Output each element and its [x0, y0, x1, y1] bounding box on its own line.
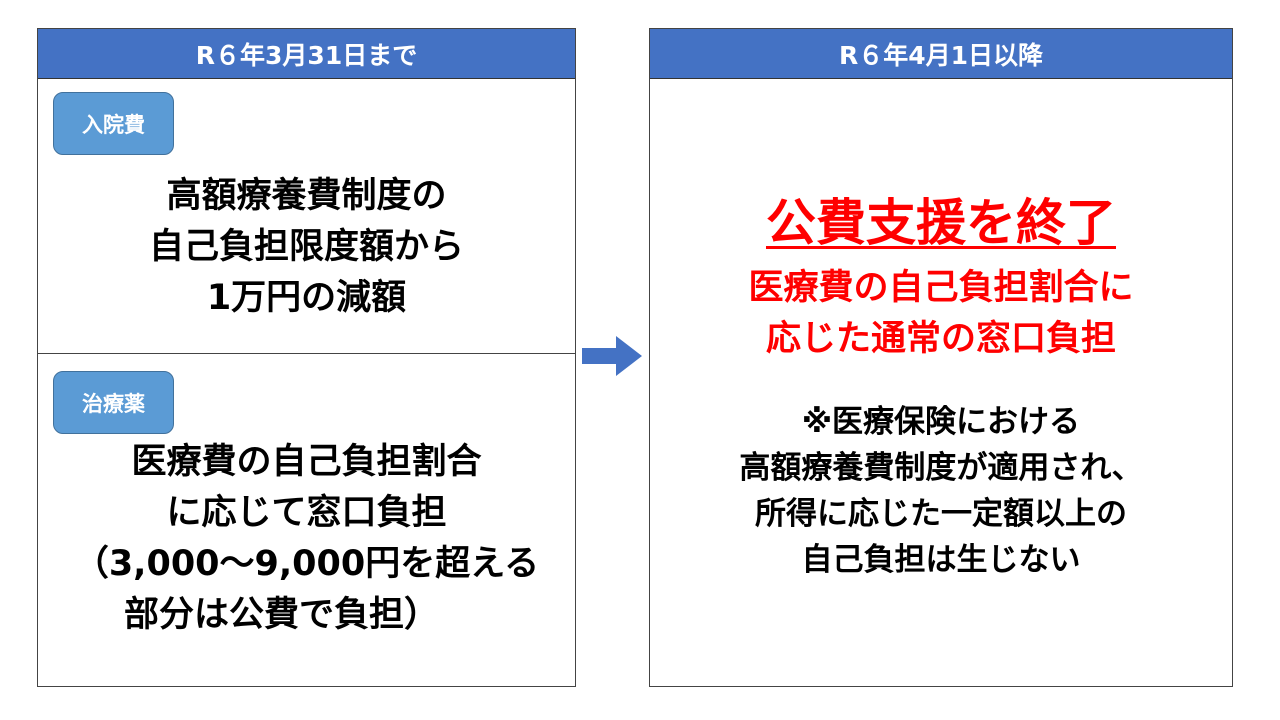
- hospital-tag: 入院費: [53, 92, 174, 155]
- text-line: 高額療養費制度が適用され、: [739, 450, 1143, 486]
- hospital-description: 高額療養費制度の 自己負担限度額から 1万円の減額: [38, 171, 575, 324]
- section-divider: [38, 353, 575, 354]
- before-header: R６年3月31日まで: [38, 29, 575, 79]
- medicine-description: 医療費の自己負担割合 に応じて窓口負担 （3,000～9,000円を超える 部分…: [38, 437, 575, 641]
- after-main: 公費支援を終了 医療費の自己負担割合に 応じた通常の窓口負担: [650, 191, 1232, 365]
- after-panel: R６年4月1日以降 公費支援を終了 医療費の自己負担割合に 応じた通常の窓口負担…: [649, 28, 1233, 687]
- text-line: （3,000～9,000円を超える: [73, 544, 540, 584]
- text-line: 自己負担は生じない: [801, 542, 1081, 578]
- text-line: 高額療養費制度の: [166, 176, 447, 216]
- right-arrow-icon: [582, 336, 642, 376]
- medicine-tag: 治療薬: [53, 371, 174, 434]
- text-line: 応じた通常の窓口負担: [765, 319, 1116, 359]
- text-line: 医療費の自己負担割合に: [748, 268, 1134, 308]
- text-line: 所得に応じた一定額以上の: [755, 496, 1127, 532]
- after-header: R６年4月1日以降: [650, 29, 1232, 79]
- text-line: ※医療保険における: [801, 404, 1081, 440]
- end-support-title: 公費支援を終了: [766, 194, 1116, 252]
- text-line: 自己負担限度額から: [148, 227, 464, 267]
- text-line: 医療費の自己負担割合: [131, 442, 482, 482]
- before-panel: R６年3月31日まで 入院費 高額療養費制度の 自己負担限度額から 1万円の減額…: [37, 28, 576, 687]
- after-note: ※医療保険における 高額療養費制度が適用され、 所得に応じた一定額以上の 自己負…: [650, 399, 1232, 583]
- text-line: 部分は公費で負担）: [123, 595, 439, 635]
- text-line: 1万円の減額: [206, 278, 407, 318]
- text-line: に応じて窓口負担: [166, 493, 447, 533]
